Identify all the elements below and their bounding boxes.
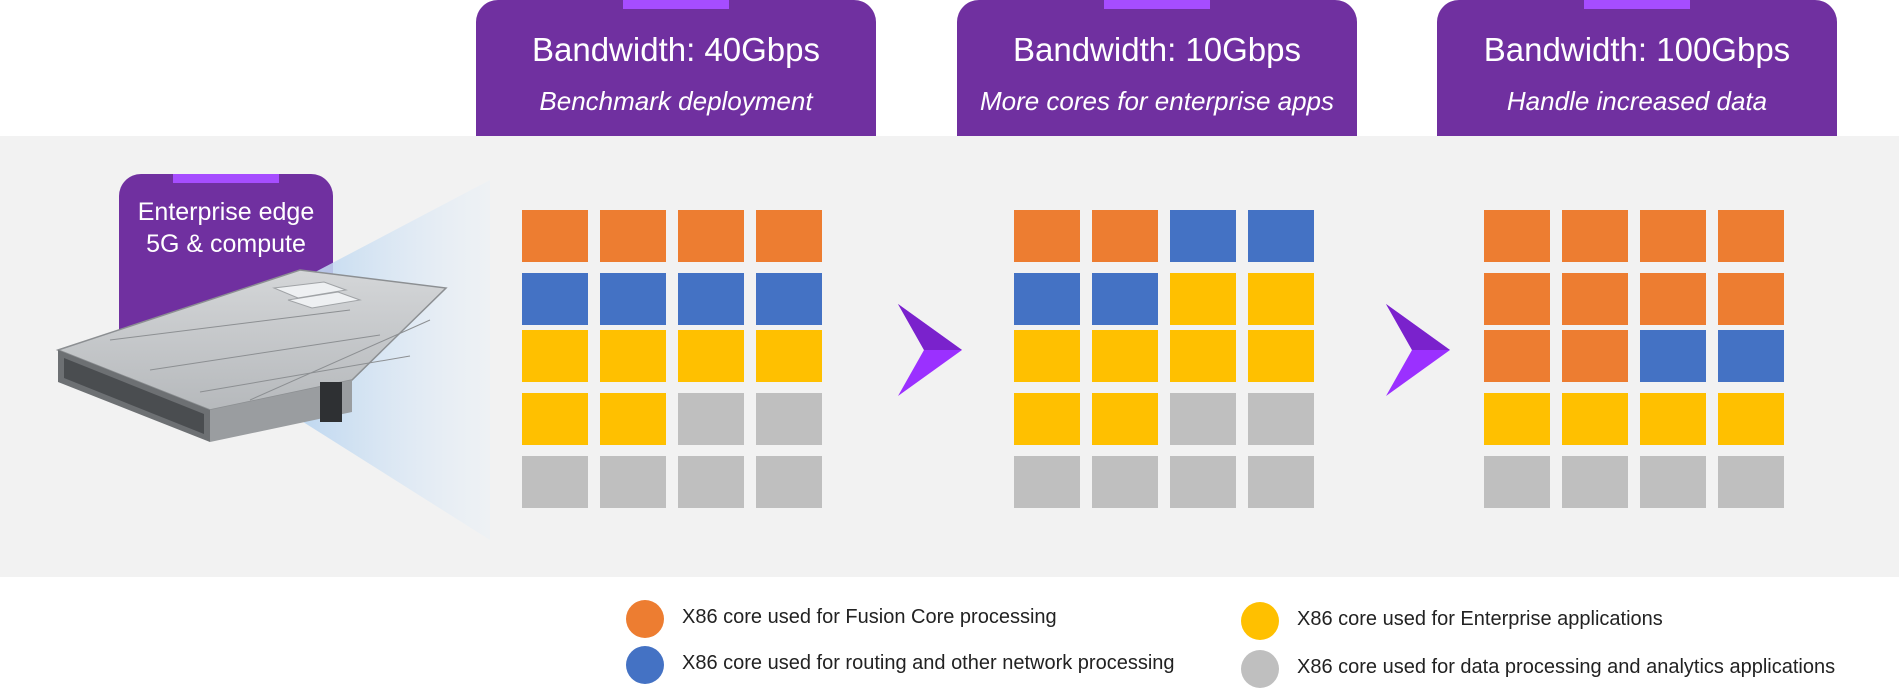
core-cell-fusion [756,210,822,262]
scenario-subtitle: More cores for enterprise apps [979,86,1335,116]
bandwidth-label: Bandwidth: 10Gbps [1012,31,1302,68]
core-cell-analytics [1170,393,1236,445]
core-cell-network [756,273,822,325]
core-cell-fusion [1484,210,1550,262]
scenario-header-40gbps: Bandwidth: 40Gbps Benchmark deployment [476,0,876,136]
panel-seam [249,319,431,401]
core-cell-analytics [678,393,744,445]
core-cell-network [1092,273,1158,325]
core-grid-40gbps [522,210,824,510]
core-cell-analytics [756,456,822,508]
core-cell-fusion [1484,273,1550,325]
core-cell-network [1718,330,1784,382]
core-cell-fusion [1718,210,1784,262]
legend-label: X86 core used for routing and other netw… [682,652,1175,674]
core-cell-enterprise [1014,330,1080,382]
device-label-line1: Enterprise edge [137,198,315,226]
panel-seam [149,334,381,371]
bandwidth-label: Bandwidth: 100Gbps [1483,31,1791,68]
core-cell-fusion [1562,273,1628,325]
core-cell-enterprise [756,330,822,382]
core-cell-fusion [1484,330,1550,382]
core-cell-enterprise [1014,393,1080,445]
core-cell-analytics [1248,393,1314,445]
core-cell-enterprise [1092,393,1158,445]
core-cell-fusion [1562,210,1628,262]
core-cell-analytics [1248,456,1314,508]
legend-swatch-network [626,646,664,684]
core-cell-network [1248,210,1314,262]
core-cell-enterprise [1248,330,1314,382]
core-cell-enterprise [600,393,666,445]
scenario-header-10gbps: Bandwidth: 10Gbps More cores for enterpr… [957,0,1357,136]
core-cell-enterprise [522,330,588,382]
legend-swatch-analytics [1241,650,1279,688]
core-cell-analytics [1562,456,1628,508]
core-cell-analytics [1484,456,1550,508]
core-cell-enterprise [1718,393,1784,445]
core-cell-network [1170,210,1236,262]
core-cell-fusion [522,210,588,262]
core-cell-analytics [756,393,822,445]
core-cell-analytics [1170,456,1236,508]
core-cell-analytics [1014,456,1080,508]
core-cell-analytics [522,456,588,508]
header-accent-tab [1584,0,1690,9]
badge-accent-tab [173,174,279,183]
core-cell-analytics [600,456,666,508]
core-cell-enterprise [1170,330,1236,382]
core-cell-enterprise [1170,273,1236,325]
core-cell-network [1014,273,1080,325]
legend-swatch-enterprise [1241,602,1279,640]
core-cell-fusion [1640,210,1706,262]
core-cell-enterprise [1248,273,1314,325]
transition-arrow [898,304,962,396]
core-cell-fusion [1640,273,1706,325]
core-cell-fusion [1092,210,1158,262]
core-grid-100gbps [1484,210,1786,510]
core-cell-enterprise [678,330,744,382]
legend-label: X86 core used for Enterprise application… [1297,608,1663,630]
core-cell-analytics [1640,456,1706,508]
scenario-header-100gbps: Bandwidth: 100Gbps Handle increased data [1437,0,1837,136]
legend-label: X86 core used for Fusion Core processing [682,606,1057,628]
front-handle [320,382,342,422]
panel-seam [199,355,411,393]
core-cell-enterprise [1640,393,1706,445]
panel-seam [109,309,351,341]
bandwidth-label: Bandwidth: 40Gbps [531,31,821,68]
panel-window [287,291,362,309]
core-cell-fusion [678,210,744,262]
core-cell-enterprise [1484,393,1550,445]
core-grid-10gbps [1014,210,1316,510]
core-cell-fusion [1562,330,1628,382]
header-accent-tab [623,0,729,9]
server-side [210,380,352,442]
device-label-line2: 5G & compute [146,230,306,258]
panel-window [272,281,348,299]
core-cell-analytics [1718,456,1784,508]
legend-swatch-fusion [626,600,664,638]
core-cell-network [678,273,744,325]
core-cell-network [1640,330,1706,382]
scenario-subtitle: Benchmark deployment [539,86,813,116]
core-cell-fusion [600,210,666,262]
light-beam [300,180,490,540]
header-accent-tab [1104,0,1210,9]
core-cell-network [600,273,666,325]
transition-arrow [1386,304,1450,396]
core-cell-analytics [1092,456,1158,508]
core-cell-enterprise [600,330,666,382]
core-cell-network [522,273,588,325]
front-vent [64,358,204,434]
scenario-subtitle: Handle increased data [1506,86,1768,116]
core-cell-analytics [678,456,744,508]
server-illustration [55,180,490,540]
core-cell-fusion [1718,273,1784,325]
core-cell-enterprise [1092,330,1158,382]
legend-label: X86 core used for data processing and an… [1297,656,1836,678]
core-cell-fusion [1014,210,1080,262]
core-cell-enterprise [1562,393,1628,445]
core-cell-enterprise [522,393,588,445]
